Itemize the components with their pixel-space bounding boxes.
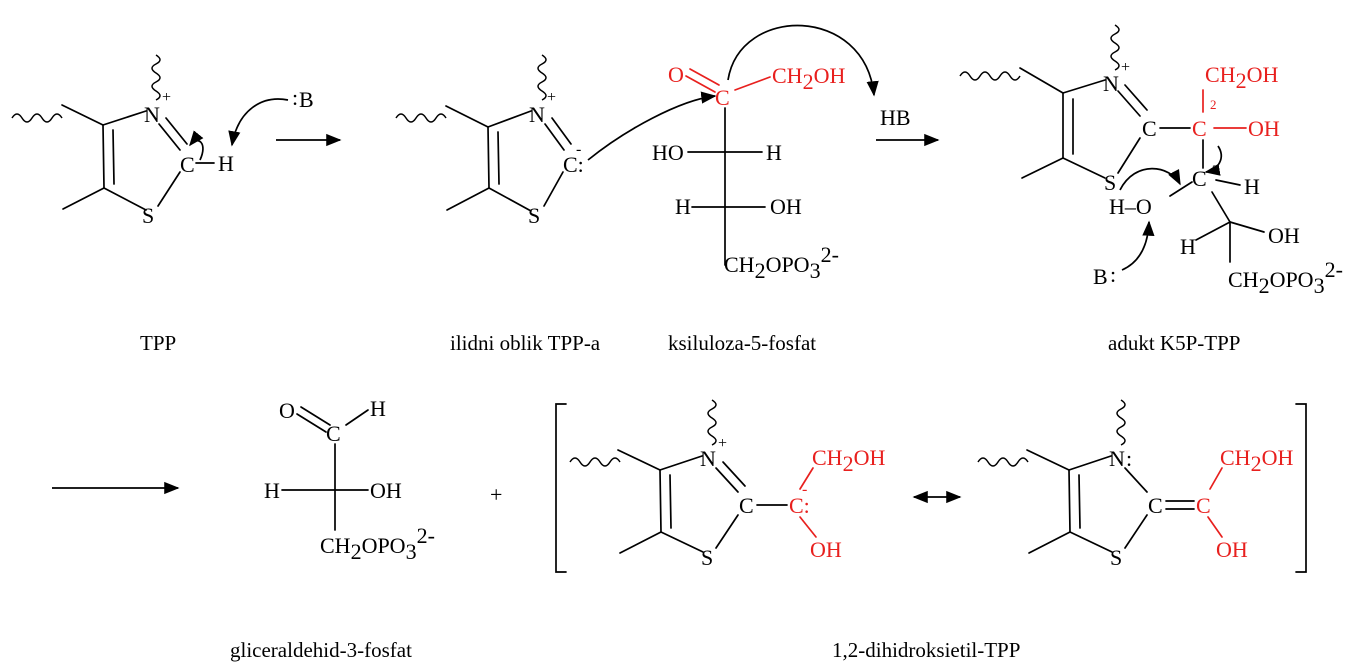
atom-c: C: [326, 421, 341, 446]
atom-n: N: [1109, 446, 1125, 471]
atom-o: O: [279, 398, 295, 423]
atom-c-k5p-2: C: [1192, 116, 1207, 141]
charge-plus: +: [162, 89, 171, 106]
glyceraldehyde-3-phosphate-structure: O C H H OH CH2OPO32-: [264, 396, 435, 564]
group-oh: OH: [1248, 116, 1280, 141]
base-b: B: [299, 87, 314, 112]
group-oh: OH: [370, 478, 402, 503]
base-lone-pair: :: [292, 85, 298, 110]
atom-n: N: [529, 102, 545, 127]
atom-s: S: [1110, 545, 1122, 570]
atom-c2-carbanion: C:: [563, 152, 584, 177]
atom-h: H: [675, 194, 691, 219]
dhe-tpp-enamine-form: N : S C C CH2OH OH: [977, 399, 1293, 570]
charge-minus: -: [576, 141, 581, 158]
atom-h: H: [766, 140, 782, 165]
label-dihydroxyethyl-tpp: 1,2-dihidroksietil-TPP: [832, 638, 1020, 662]
atom-h: H: [1180, 234, 1196, 259]
atom-h: H: [218, 151, 234, 176]
atom-s: S: [142, 203, 154, 228]
atom-c2: C: [180, 152, 195, 177]
bracket-right: [1295, 403, 1307, 573]
tpp-structure: N + S C H: [11, 54, 234, 228]
acid-hb: HB: [880, 105, 911, 130]
base-b: B: [1093, 264, 1108, 289]
atom-n: N: [1103, 71, 1119, 96]
charge-plus: +: [1121, 59, 1130, 76]
nucleophilic-attack-arrow: [587, 91, 717, 161]
group-ch2oh: CH2OH: [1220, 445, 1293, 476]
label-ylide: ilidni oblik TPP-a: [450, 331, 601, 355]
group-ho: HO: [652, 140, 684, 165]
group-ch2opo3: CH2OPO32-: [1228, 257, 1343, 298]
group-ch2oh: CH2OH: [812, 445, 885, 476]
bracket-left: [555, 403, 567, 573]
label-glyceraldehyde-3-phosphate: gliceraldehid-3-fosfat: [230, 638, 412, 662]
adduct-structure: N + S C C 2 CH2OH OH C 3 H H–O OH H CH2O…: [959, 24, 1343, 298]
locant-2: 2: [1210, 97, 1217, 112]
atom-h: H: [370, 396, 386, 421]
group-h-o: H–O: [1109, 194, 1152, 219]
atom-n: N: [144, 102, 160, 127]
charge-plus: +: [547, 89, 556, 106]
group-oh: OH: [810, 537, 842, 562]
atom-c2: C: [739, 493, 754, 518]
group-ch2opo3: CH2OPO32-: [320, 523, 435, 564]
group-oh: OH: [1216, 537, 1248, 562]
label-xylulose-5-phosphate: ksiluloza-5-fosfat: [668, 331, 816, 355]
group-oh: OH: [1268, 223, 1300, 248]
atom-h: H: [264, 478, 280, 503]
plus-sign: +: [490, 482, 502, 507]
ylide-structure: N + S C: -: [395, 54, 717, 228]
label-adduct: adukt K5P-TPP: [1108, 331, 1240, 355]
atom-o-carbonyl: O: [668, 62, 684, 87]
atom-c2: C: [1142, 116, 1157, 141]
atom-n: N: [700, 446, 716, 471]
group-ch2opo3: CH2OPO32-: [724, 242, 839, 283]
deprotonation-arrow: [228, 98, 289, 147]
wavy-bond: [11, 113, 63, 123]
group-ch2oh: CH2OH: [772, 63, 845, 94]
base-lone-pair: :: [1110, 262, 1116, 287]
atom-c-carbonyl: C: [715, 85, 730, 110]
atom-c2: C: [1148, 493, 1163, 518]
atom-s: S: [1104, 170, 1116, 195]
charge-plus: +: [718, 435, 727, 452]
atom-s: S: [528, 203, 540, 228]
dhe-tpp-carbanion-form: N + S C C: - CH2OH OH: [569, 399, 885, 570]
proton-transfer-arrow: [727, 24, 879, 97]
charge-minus: -: [802, 481, 807, 498]
locant-3: 3: [1212, 162, 1219, 177]
atom-c-carbanion: C:: [789, 493, 810, 518]
lone-pair: :: [1126, 446, 1132, 471]
label-tpp: TPP: [140, 331, 176, 355]
atom-s: S: [701, 545, 713, 570]
atom-c-enamine: C: [1196, 493, 1211, 518]
group-ch2oh: CH2OH: [1205, 62, 1278, 93]
xylulose-5-phosphate-structure: O C CH2OH HO H H OH CH2OPO32-: [652, 62, 845, 283]
group-oh: OH: [770, 194, 802, 219]
atom-c-k5p-3: C: [1192, 166, 1207, 191]
atom-h: H: [1244, 174, 1260, 199]
